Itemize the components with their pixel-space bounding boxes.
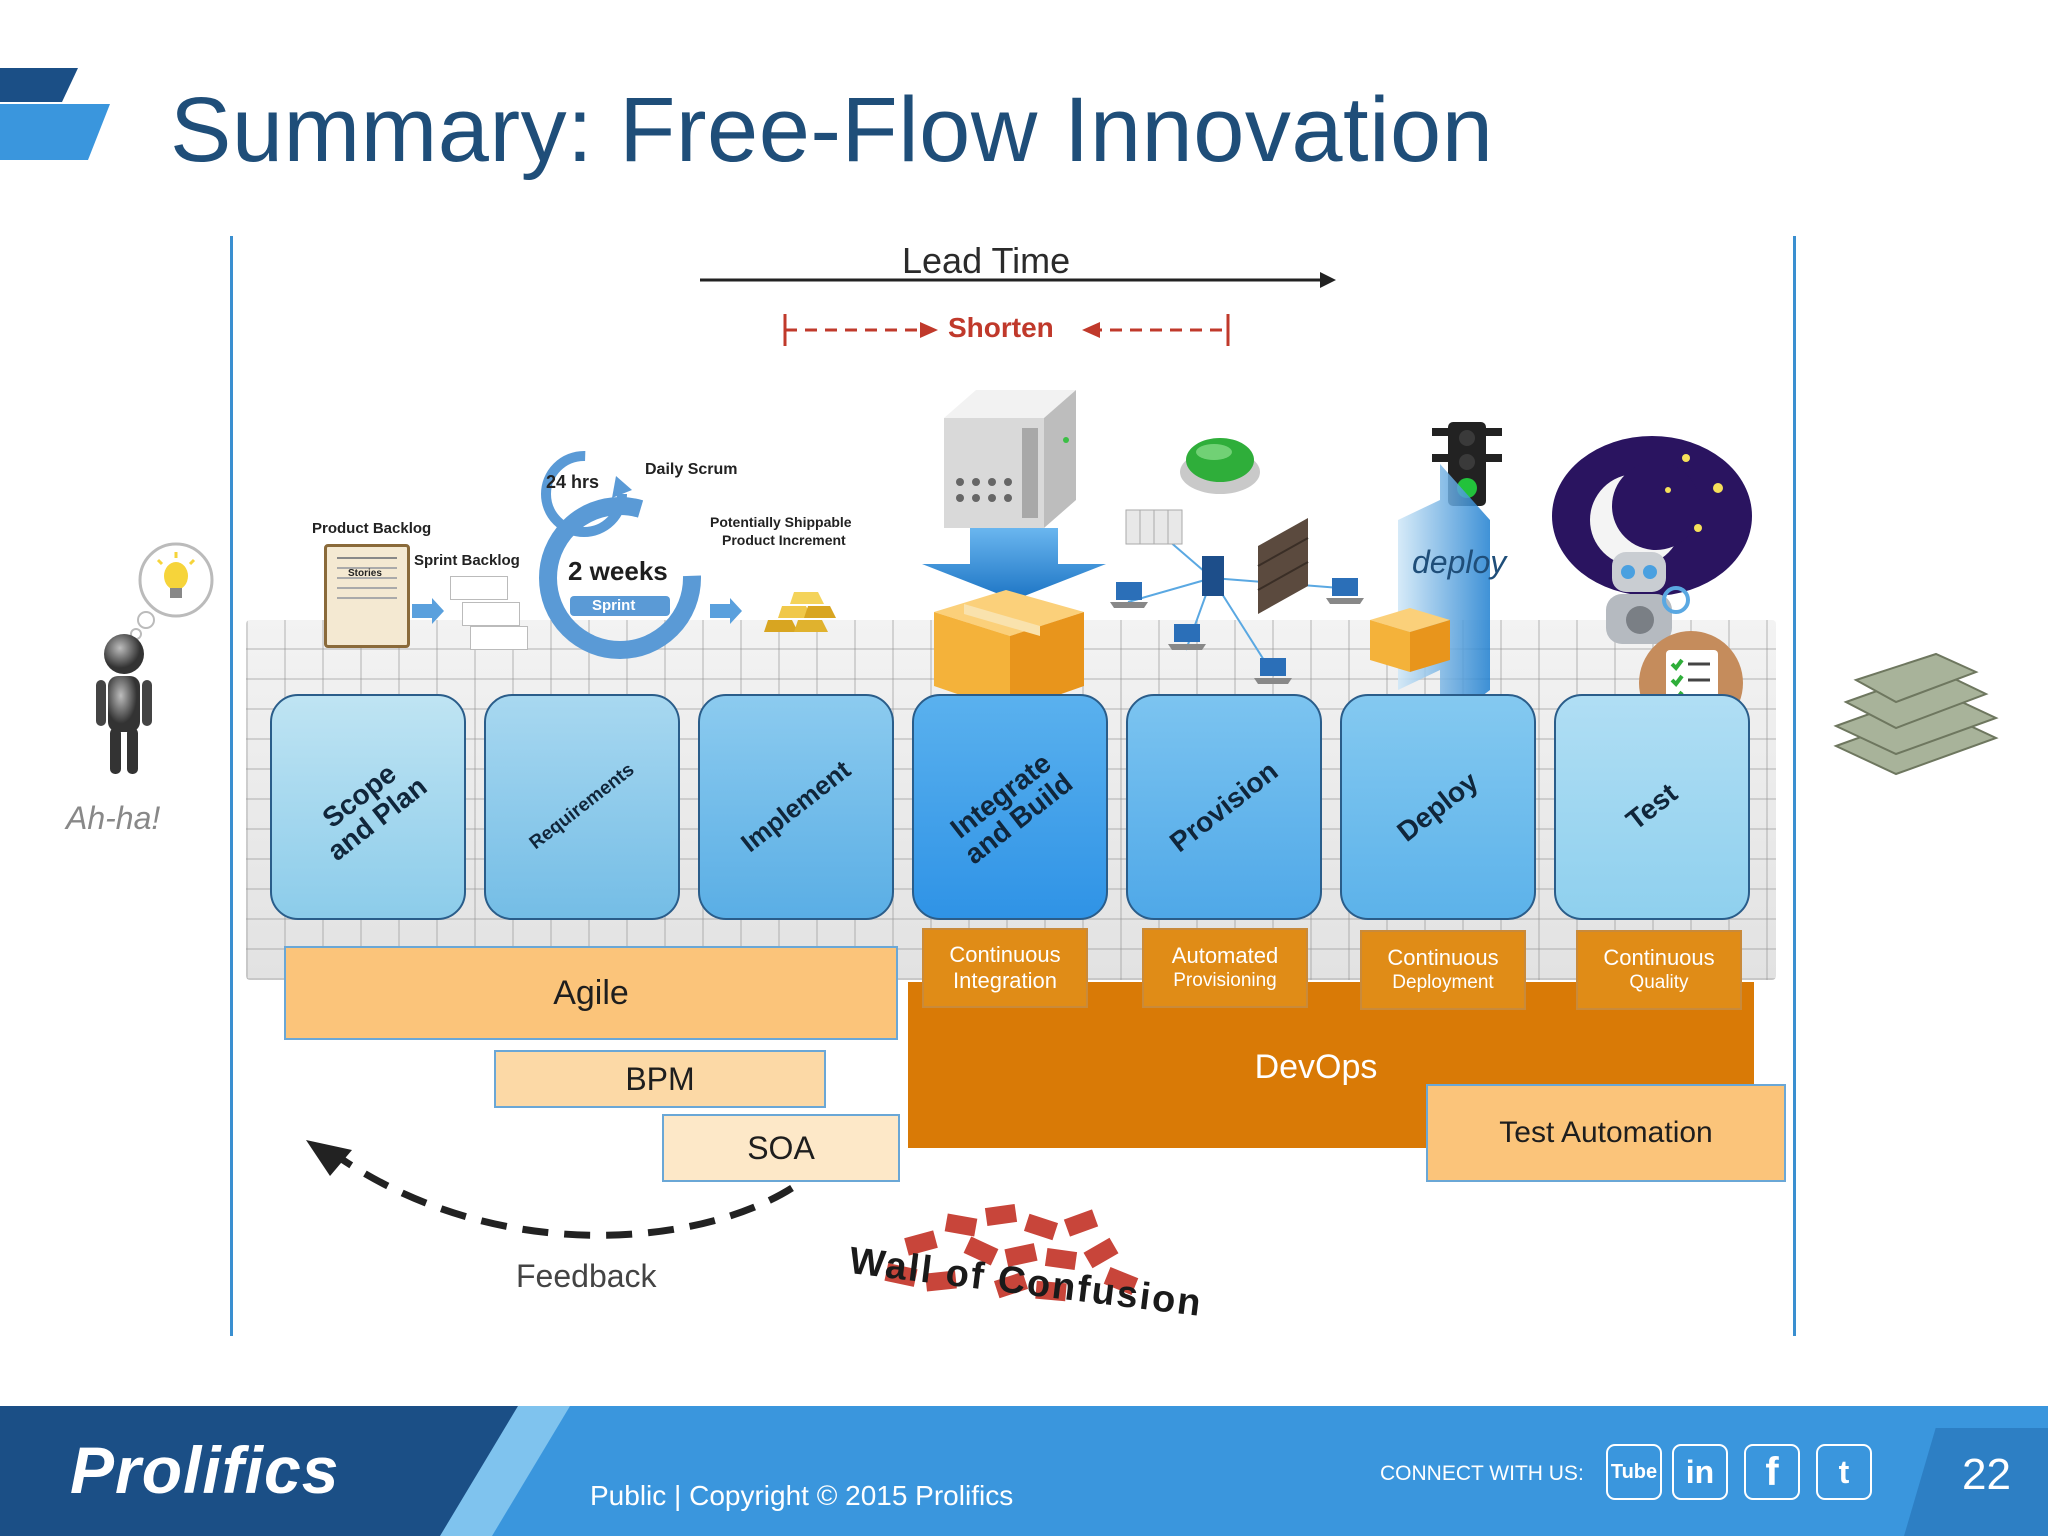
connect-label: CONNECT WITH US:: [1380, 1462, 1584, 1485]
header-accent: [0, 66, 110, 162]
cd-line2: Deployment: [1392, 971, 1494, 993]
agile-label: Agile: [553, 973, 629, 1012]
twitter-icon[interactable]: t: [1816, 1444, 1872, 1500]
stage-label: Deploy: [1391, 765, 1485, 848]
twitter-label: t: [1838, 1453, 1850, 1490]
gold-bars-icon: [764, 592, 836, 632]
stage-box-4: Integrate and Build: [912, 694, 1108, 920]
stage-label: Integrate and Build: [944, 746, 1079, 870]
bpm-label: BPM: [625, 1060, 695, 1097]
continuous-deployment-tab: Continuous Deployment: [1360, 930, 1526, 1010]
sprint-backlog-label: Sprint Backlog: [414, 552, 520, 569]
weeks-label: 2 weeks: [568, 556, 668, 586]
money-icon: [1833, 652, 1999, 776]
linkedin-label: in: [1685, 1453, 1715, 1490]
feedback-arrow: [306, 1140, 794, 1239]
cq-line1: Continuous: [1603, 945, 1715, 971]
moon-icon: [1552, 436, 1752, 596]
increment-line1: Potentially Shippable: [710, 514, 852, 530]
ap-line1: Automated: [1171, 943, 1279, 969]
bpm-block: BPM: [494, 1050, 826, 1108]
right-divider: [1793, 236, 1796, 1336]
clipboard-icon: [324, 544, 410, 648]
shorten-arrows: [783, 314, 1230, 346]
footer-brand-panel: [0, 1406, 520, 1536]
lead-time-label: Lead Time: [902, 240, 1071, 281]
stage-box-7: Test: [1554, 694, 1750, 920]
laptop-icon: [1326, 578, 1364, 604]
page-title: Summary: Free-Flow Innovation: [170, 79, 1494, 181]
increment-line2: Product Increment: [722, 532, 846, 548]
page-number: 22: [1962, 1450, 2011, 1499]
ci-line2: Integration: [953, 968, 1057, 993]
product-backlog-label: Product Backlog: [312, 520, 432, 537]
sprint-cycle-icon: [539, 451, 701, 659]
sprint-label: Sprint: [592, 597, 636, 614]
ci-line1: Continuous: [949, 941, 1061, 967]
youtube-icon[interactable]: Tube: [1606, 1444, 1662, 1500]
green-button-icon: [1180, 438, 1260, 494]
stage-box-1: Scope and Plan: [270, 694, 466, 920]
person-icon: [96, 634, 152, 774]
stage-box-6: Deploy: [1340, 694, 1536, 920]
feedback-label: Feedback: [516, 1258, 657, 1294]
robot-icon: [1606, 552, 1690, 644]
stories-label: Stories: [348, 568, 382, 579]
footer-copyright: Public | Copyright © 2015 Prolifics: [590, 1480, 1014, 1511]
firewall-icon: [1257, 518, 1309, 614]
stage-label: Requirements: [525, 759, 639, 854]
stage-box-3: Implement: [698, 694, 894, 920]
continuous-quality-tab: Continuous Quality: [1576, 930, 1742, 1010]
stage-label: Implement: [735, 754, 857, 859]
left-divider: [230, 236, 233, 1336]
laptop-icon: [1110, 582, 1148, 608]
youtube-label: Tube: [1610, 1460, 1658, 1483]
stage-box-5: Provision: [1126, 694, 1322, 920]
daily-scrum-label: Daily Scrum: [645, 461, 738, 478]
cd-line1: Continuous: [1387, 945, 1499, 971]
automated-provisioning-tab: Automated Provisioning: [1142, 928, 1308, 1008]
soa-block: SOA: [662, 1114, 900, 1182]
cq-line2: Quality: [1629, 971, 1689, 993]
soa-label: SOA: [747, 1129, 815, 1166]
continuous-integration-tab: Continuous Integration: [922, 928, 1088, 1008]
hrs-label: 24 hrs: [546, 472, 600, 492]
stage-label: Provision: [1164, 755, 1284, 859]
package-icon: [934, 590, 1084, 712]
facebook-label: f: [1765, 1449, 1779, 1494]
server-icon: [944, 390, 1076, 528]
stage-label: Scope and Plan: [316, 757, 433, 867]
scrum-arrows: [412, 598, 742, 624]
test-automation-block: Test Automation: [1426, 1084, 1786, 1182]
wall-bricks-icon: [884, 1203, 1139, 1302]
devops-label: DevOps: [1254, 1048, 1378, 1086]
down-arrow-icon: [922, 528, 1106, 600]
test-automation-label: Test Automation: [1499, 1116, 1713, 1149]
lightbulb-icon: [130, 542, 214, 640]
linkedin-icon[interactable]: in: [1672, 1444, 1728, 1500]
stage-label: Test: [1620, 777, 1684, 837]
small-package-icon: [1370, 608, 1450, 672]
stage-box-2: Requirements: [484, 694, 680, 920]
lead-time-arrow: [700, 272, 1336, 288]
shorten-label: Shorten: [948, 312, 1054, 343]
deploy-arrow-label: deploy: [1412, 544, 1507, 580]
facebook-icon[interactable]: f: [1744, 1444, 1800, 1500]
deploy-arrow-icon: [1398, 464, 1490, 728]
ap-line2: Provisioning: [1173, 969, 1277, 991]
laptop-icon: [1168, 624, 1206, 650]
agile-block: Agile: [284, 946, 898, 1040]
sprint-backlog-cards: [450, 576, 528, 650]
brand-logo: Prolifics: [70, 1433, 340, 1507]
person-caption: Ah-ha!: [66, 800, 161, 836]
laptop-icon: [1254, 658, 1292, 684]
